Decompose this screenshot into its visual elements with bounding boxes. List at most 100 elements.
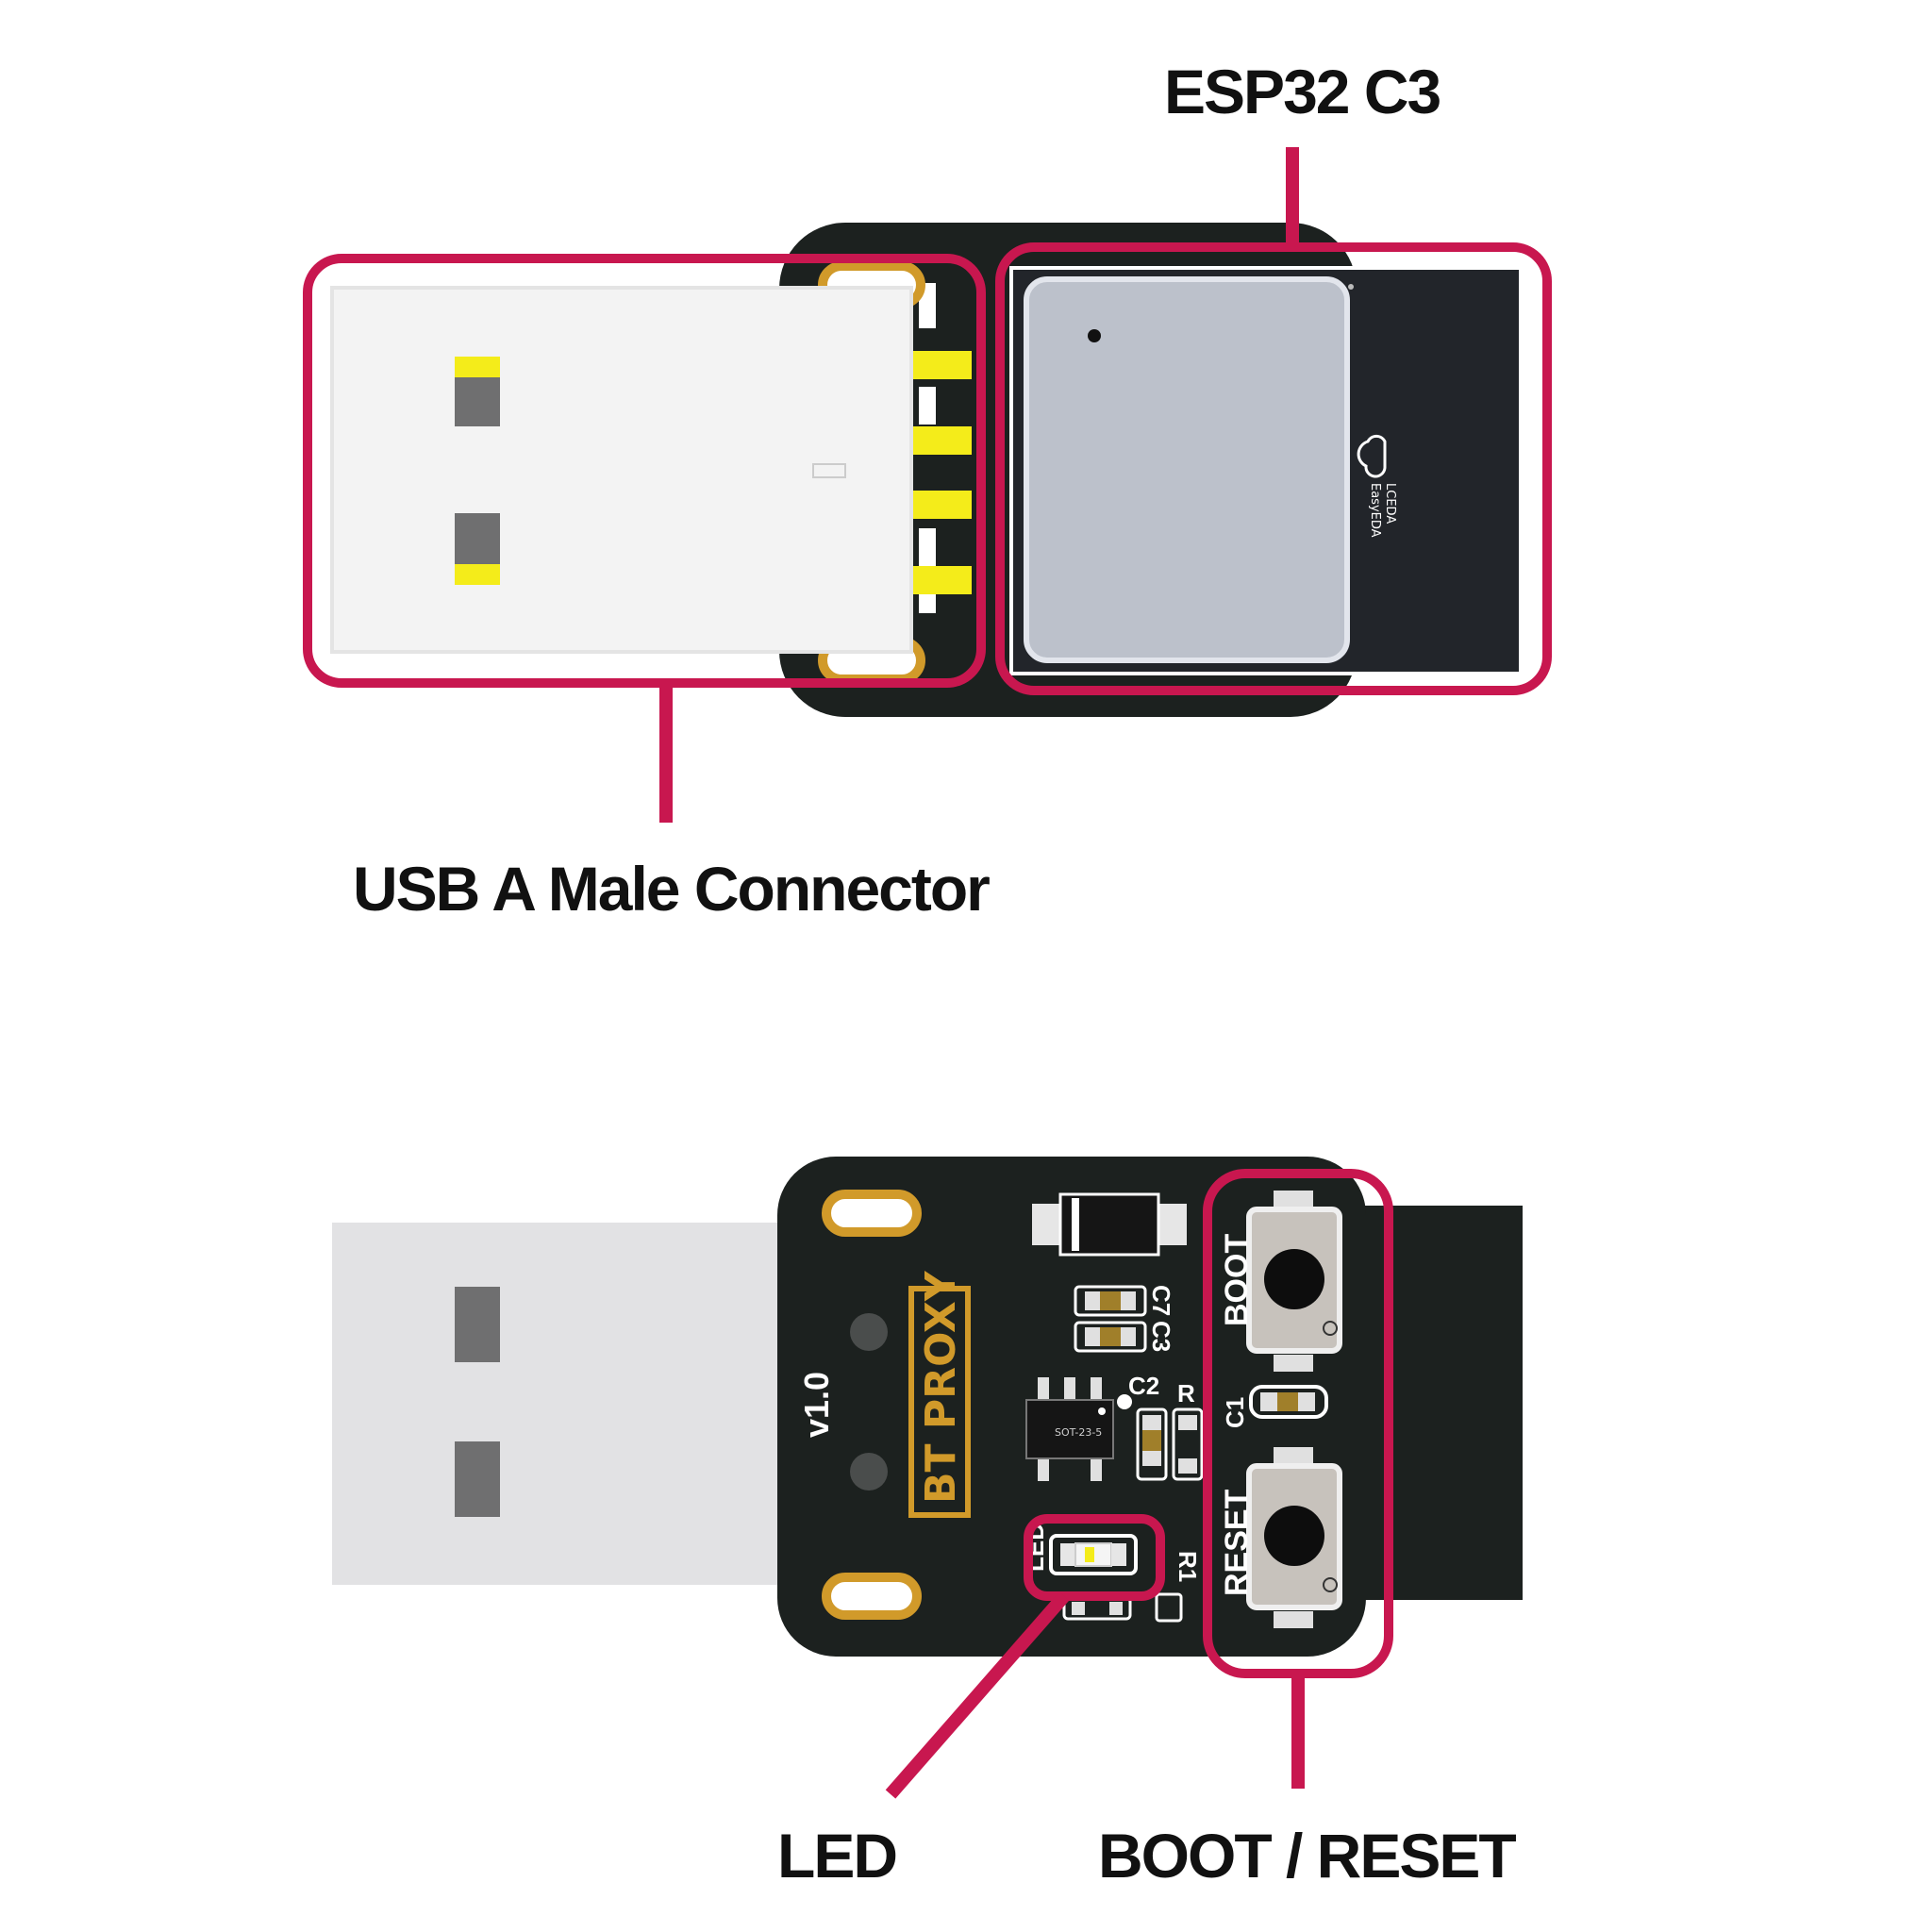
usb-plug-marker — [812, 463, 846, 478]
usb-a-plug-front — [330, 286, 913, 654]
led-pad — [1060, 1543, 1075, 1566]
res-pad — [1109, 1602, 1123, 1615]
button-tab — [1274, 1611, 1313, 1628]
usb-connector-label: USB A Male Connector — [353, 854, 990, 924]
capacitor-c7 — [1074, 1285, 1147, 1317]
cap-pad — [1085, 1327, 1100, 1346]
cap-body — [1277, 1392, 1298, 1411]
usb-contact-yellow — [455, 564, 500, 585]
silk-r1: R1 — [1174, 1551, 1202, 1582]
usb-pin-pad — [908, 566, 972, 594]
resistor-r1 — [1155, 1592, 1183, 1623]
ic-pin — [1038, 1457, 1049, 1481]
esp32-module: LCEDA EasyEDA — [1009, 266, 1523, 675]
reset-button — [1246, 1447, 1342, 1628]
logo-text-lceda: LCEDA — [1383, 483, 1397, 524]
ic-pin1-icon — [1098, 1407, 1106, 1415]
silk-c7: C7 — [1147, 1285, 1175, 1316]
version-label: v1.0 — [797, 1372, 836, 1438]
usb-contact-grey — [455, 1287, 500, 1362]
led-pad — [1111, 1543, 1126, 1566]
ic-pin — [1038, 1377, 1049, 1402]
cap-pad — [1121, 1291, 1136, 1310]
silk-r: R — [1177, 1379, 1195, 1407]
module-dot-icon — [1348, 284, 1354, 290]
led-highlight-box — [1024, 1514, 1165, 1601]
usb-contact-grey — [455, 377, 500, 426]
button-logo-icon — [1323, 1577, 1338, 1592]
board-front-view: LCEDA EasyEDA — [303, 57, 1552, 924]
led-lens — [1085, 1547, 1094, 1562]
capacitor-c3 — [1074, 1321, 1147, 1353]
easyeda-logo-icon — [1357, 434, 1387, 478]
cap-outline — [1074, 1321, 1147, 1353]
cap-outline — [1249, 1385, 1328, 1419]
button-plunger — [1264, 1249, 1324, 1309]
pin1-marker-icon — [1088, 329, 1101, 342]
cap-pad — [1298, 1392, 1315, 1411]
silk-c3: C3 — [1147, 1321, 1175, 1352]
usb-plug-body — [330, 286, 913, 654]
usb-contact-yellow — [455, 357, 500, 379]
led-component — [1049, 1534, 1138, 1575]
cap-outline — [1074, 1285, 1147, 1317]
usb-contact-grey — [455, 1441, 500, 1517]
button-tab — [1274, 1355, 1313, 1372]
res-pad — [1072, 1602, 1085, 1615]
res-pad — [1178, 1415, 1197, 1430]
cap-pad — [1142, 1451, 1161, 1466]
usb-pin-pad — [908, 426, 972, 455]
button-logo-icon — [1323, 1321, 1338, 1336]
pad-gap — [919, 387, 936, 425]
button-tab — [1274, 1191, 1313, 1208]
pad-gap — [919, 528, 936, 566]
cap-body — [1142, 1430, 1161, 1451]
button-tab — [1274, 1447, 1313, 1464]
board-back-view: v1.0 BT PROXY C7 C3 — [332, 1157, 1523, 1890]
usb-a-plug-back — [332, 1223, 798, 1585]
silk-boot: BOOT — [1219, 1234, 1255, 1326]
mount-slot-top — [822, 1190, 922, 1237]
cap-pad — [1142, 1415, 1161, 1430]
via-icon — [850, 1453, 888, 1491]
mount-slot-bottom — [822, 1573, 922, 1620]
capacitor-c2 — [1136, 1407, 1168, 1481]
usb-highlight-box — [303, 254, 986, 688]
capacitor-c1 — [1249, 1385, 1328, 1419]
res-outline — [1172, 1407, 1204, 1481]
polarity-dot-icon — [1117, 1394, 1132, 1409]
product-name-frame — [908, 1286, 971, 1518]
regulator-ic: SOT-23-5 — [1025, 1377, 1114, 1481]
diode-cathode-band — [1072, 1198, 1079, 1251]
led-outline — [1049, 1534, 1138, 1575]
esp32-label: ESP32 C3 — [1164, 57, 1440, 126]
cap-pad — [1260, 1392, 1277, 1411]
logo-text-easyeda: EasyEDA — [1368, 483, 1382, 538]
silk-c2: C2 — [1128, 1372, 1159, 1400]
boot-reset-label: BOOT / RESET — [1098, 1821, 1516, 1890]
silk-reset: RESET — [1219, 1489, 1255, 1596]
resistor-r — [1172, 1407, 1204, 1481]
esp32-highlight-box — [995, 242, 1552, 695]
product-name-label: BT PROXY — [917, 1270, 965, 1504]
usb-pin-pad — [908, 351, 972, 379]
via-icon — [850, 1313, 888, 1351]
boot-button — [1246, 1191, 1342, 1372]
diode-component — [1032, 1192, 1187, 1257]
ic-pin — [1091, 1457, 1102, 1481]
usb-pin-pad — [908, 491, 972, 519]
cap-body — [1100, 1327, 1121, 1346]
led-label: LED — [777, 1821, 896, 1890]
button-plunger — [1264, 1506, 1324, 1566]
ic-pin — [1091, 1377, 1102, 1402]
ic-pin — [1064, 1377, 1075, 1402]
usb-contact-grey — [455, 513, 500, 566]
cap-outline — [1136, 1407, 1168, 1481]
usb-plug-body — [332, 1223, 798, 1585]
ic-marking: SOT-23-5 — [1055, 1426, 1102, 1439]
cap-body — [1100, 1291, 1121, 1310]
cap-pad — [1121, 1327, 1136, 1346]
esp32-shield — [1024, 276, 1350, 663]
led-leader-line — [885, 1591, 1070, 1799]
